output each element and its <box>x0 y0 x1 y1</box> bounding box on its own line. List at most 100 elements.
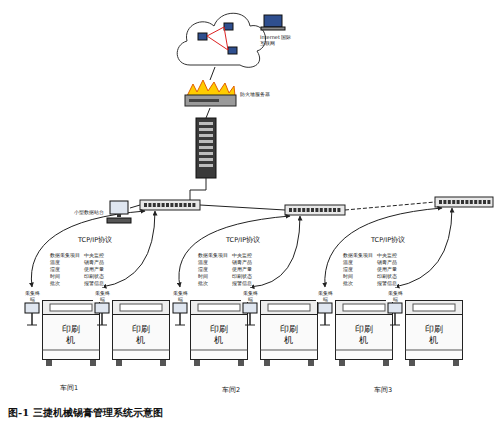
server-tower <box>196 118 216 178</box>
server-bay <box>199 146 213 149</box>
switch-port <box>307 208 310 212</box>
printer-lid <box>336 301 393 315</box>
monitor <box>173 303 187 313</box>
node-text: 采集终端 <box>386 290 404 302</box>
list-item: 数据采集项目 <box>343 252 373 259</box>
printer-body <box>191 301 248 360</box>
printer-foot <box>116 360 122 366</box>
list-item: 时间 <box>50 273 60 280</box>
printer-foot <box>90 360 96 366</box>
list-item: 批次 <box>343 280 353 287</box>
terminal-stand <box>390 325 400 326</box>
switch-port <box>443 200 446 204</box>
list-item: 时间 <box>343 273 353 280</box>
list-item: 温度 <box>50 259 60 266</box>
list-item: 数据采集项目 <box>50 252 80 259</box>
list-item: 湿度 <box>343 266 353 273</box>
terminal-stand <box>249 313 251 325</box>
workshop-label: 车间3 <box>374 386 392 394</box>
monitor <box>243 303 257 313</box>
collection-terminal: 采集终端 <box>386 290 404 326</box>
server-bay <box>199 128 213 131</box>
firewall-flames <box>187 80 235 96</box>
computer-icon <box>106 200 132 224</box>
switch-port <box>452 200 455 204</box>
switch-port <box>479 200 482 204</box>
switch-port <box>289 208 292 212</box>
network-wire <box>130 205 140 208</box>
switch-port <box>333 208 336 212</box>
switch-port <box>311 208 314 212</box>
list-item: 中央监控 <box>232 252 252 259</box>
printer-window <box>120 304 162 311</box>
node-text: 印刷机 <box>210 324 229 346</box>
printer-foot <box>160 360 166 366</box>
switch-port <box>144 203 147 207</box>
switch-port <box>457 200 460 204</box>
monitor <box>25 303 39 313</box>
list-item: 时间 <box>198 273 208 280</box>
internet-link <box>207 27 228 50</box>
node-text: 印刷机 <box>355 324 374 346</box>
printer-foot <box>409 360 415 366</box>
switch-port <box>487 200 490 204</box>
list-item: 印刷状态 <box>84 273 104 280</box>
switch-port <box>315 208 318 212</box>
printer-foot <box>308 360 314 366</box>
collection-terminal: 采集终端 <box>316 290 334 326</box>
terminal-stand <box>97 325 107 326</box>
figure-caption: 图-1 三捷机械锡膏管理系统示意图 <box>8 406 163 419</box>
collection-terminal: 采集终端 <box>171 290 189 326</box>
node-text: 印刷机 <box>132 324 151 346</box>
printer-base-line <box>113 350 170 351</box>
data-workstation: 小型数据站台 <box>70 200 132 224</box>
collection-terminal: 采集终端 <box>23 290 41 326</box>
node-text: 采集终端 <box>23 290 41 302</box>
node-text: 印刷机 <box>62 324 81 346</box>
list-item: 使用产量 <box>377 266 397 273</box>
list-item: 报警信息 <box>377 280 397 287</box>
switch-port <box>175 203 178 207</box>
printer-base-line <box>406 350 463 351</box>
printer-window <box>50 304 92 311</box>
switch-port <box>483 200 486 204</box>
terminal-stand <box>394 313 396 325</box>
printer-foot <box>339 360 345 366</box>
terminal-stand <box>175 325 185 326</box>
node-text: 采集终端 <box>316 290 334 302</box>
terminal-icon <box>93 302 111 326</box>
cloud-outline <box>177 13 265 67</box>
terminal-stand <box>27 325 37 326</box>
list-item: 使用产量 <box>84 266 104 273</box>
server-body <box>196 118 216 178</box>
printing-machine: 印刷机 <box>335 300 393 360</box>
firewall-server: 防火墙服务器 <box>183 80 270 108</box>
printing-machine: 印刷机 <box>190 300 248 360</box>
switch-port <box>337 208 340 212</box>
switch-port <box>170 203 173 207</box>
network-wire <box>200 205 285 210</box>
list-item: 印刷状态 <box>232 273 252 280</box>
switch-port <box>192 203 195 207</box>
firewall-slot <box>189 99 219 102</box>
terminal-icon <box>316 302 334 326</box>
terminal-icon <box>23 302 41 326</box>
laptop-base <box>261 27 285 30</box>
node-text: Internet 国际互联网 <box>260 34 292 46</box>
switch-body <box>285 205 345 215</box>
switch-port <box>188 203 191 207</box>
tcp-link <box>179 216 290 287</box>
network-switch <box>435 197 493 207</box>
switch-port <box>320 208 323 212</box>
switch-port <box>329 208 332 212</box>
printer-base-line <box>43 350 100 351</box>
switch-port <box>293 208 296 212</box>
printing-machine: 印刷机 <box>112 300 170 360</box>
printer-base-line <box>191 350 248 351</box>
network-wire <box>190 178 206 200</box>
terminal-stand <box>324 313 326 325</box>
network-wire <box>206 108 210 118</box>
printer-body <box>336 301 393 360</box>
